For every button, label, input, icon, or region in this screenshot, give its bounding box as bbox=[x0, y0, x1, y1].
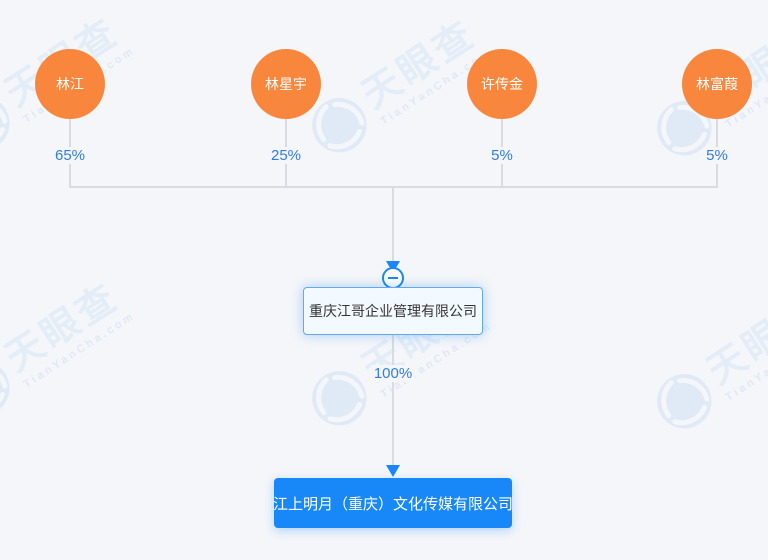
watermark: 天眼查 TianYanCha.com bbox=[644, 286, 768, 442]
watermark: 天眼查 TianYanCha.com bbox=[0, 273, 139, 429]
tianyancha-logo-icon bbox=[657, 374, 712, 429]
shareholding-percentage: 5% bbox=[488, 147, 516, 164]
ownership-percentage: 100% bbox=[370, 365, 416, 382]
shareholding-percentage: 5% bbox=[703, 147, 731, 164]
watermark-text: 天眼查 TianYanCha.com bbox=[699, 288, 768, 404]
collapse-button[interactable] bbox=[382, 267, 404, 289]
arrow-down-icon bbox=[386, 465, 400, 477]
shareholding-percentage: 65% bbox=[51, 147, 89, 164]
watermark-brand: 天眼查 bbox=[0, 275, 127, 380]
shareholder-node[interactable]: 林江 bbox=[35, 49, 105, 119]
watermark-domain: TianYanCha.com bbox=[21, 309, 138, 391]
tianyancha-logo-icon bbox=[0, 96, 10, 151]
tianyancha-logo-icon bbox=[312, 371, 367, 426]
watermark: 天眼查 TianYanCha.com bbox=[299, 10, 495, 166]
watermark-domain: TianYanCha.com bbox=[723, 322, 768, 404]
shareholder-node[interactable]: 许传金 bbox=[467, 49, 537, 119]
watermark-text: 天眼查 TianYanCha.com bbox=[0, 275, 138, 391]
watermark-brand: 天眼查 bbox=[699, 288, 768, 393]
connector-line bbox=[392, 335, 394, 465]
shareholder-node[interactable]: 林星宇 bbox=[251, 49, 321, 119]
shareholding-percentage: 25% bbox=[267, 147, 305, 164]
minus-icon bbox=[388, 277, 398, 279]
shareholder-node[interactable]: 林富葭 bbox=[682, 49, 752, 119]
intermediate-company-box[interactable]: 重庆江哥企业管理有限公司 bbox=[303, 287, 483, 335]
target-company-box[interactable]: 江上明月（重庆）文化传媒有限公司 bbox=[273, 478, 513, 528]
watermark-brand: 天眼查 bbox=[354, 12, 484, 117]
tianyancha-logo-icon bbox=[0, 361, 10, 416]
connector-line bbox=[392, 186, 394, 262]
